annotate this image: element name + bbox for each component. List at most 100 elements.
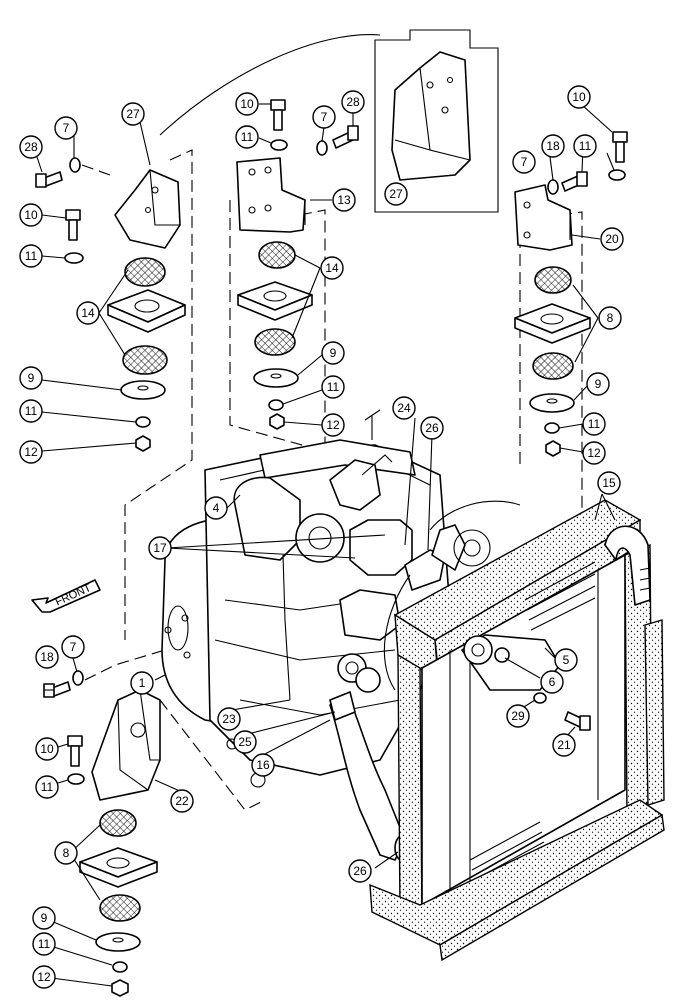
callout-17: 17 — [148, 536, 172, 560]
callout-18-b: 18 — [35, 645, 59, 669]
svg-text:7: 7 — [521, 155, 528, 169]
callout-11-f: 11 — [582, 412, 606, 436]
svg-text:9: 9 — [595, 377, 602, 391]
callout-7-b: 7 — [312, 105, 336, 129]
svg-text:10: 10 — [40, 742, 54, 756]
svg-text:12: 12 — [37, 970, 51, 984]
svg-text:5: 5 — [563, 653, 570, 667]
callout-11-g: 11 — [35, 775, 59, 799]
front-label: FRONT — [54, 582, 94, 608]
svg-text:26: 26 — [425, 421, 439, 435]
svg-text:1: 1 — [139, 676, 146, 690]
callout-15: 15 — [597, 471, 621, 495]
svg-text:27: 27 — [389, 187, 403, 201]
callout-28-a: 28 — [19, 135, 43, 159]
callout-14-b: 14 — [320, 256, 344, 280]
svg-text:11: 11 — [588, 417, 601, 431]
svg-text:26: 26 — [353, 864, 367, 878]
svg-text:11: 11 — [579, 139, 592, 153]
callout-11-h: 11 — [32, 932, 56, 956]
callout-12-b: 12 — [321, 413, 345, 437]
radiator-assembly — [369, 499, 665, 962]
callout-11-b: 11 — [19, 399, 43, 423]
callout-9-a: 9 — [19, 366, 43, 390]
callout-12-c: 12 — [582, 441, 606, 465]
callout-9-c: 9 — [586, 372, 610, 396]
callout-9-b: 9 — [321, 341, 345, 365]
callout-10-b: 10 — [235, 92, 259, 116]
left-rear-mount-stack — [35, 149, 193, 640]
svg-text:28: 28 — [24, 140, 38, 154]
callout-10-a: 10 — [19, 203, 43, 227]
callout-25: 25 — [233, 730, 257, 754]
svg-text:11: 11 — [25, 404, 38, 418]
callout-10-d: 10 — [35, 737, 59, 761]
front-direction-arrow: FRONT — [31, 579, 101, 613]
engine-assembly — [161, 439, 521, 863]
callout-14-a: 14 — [76, 301, 100, 325]
callout-20: 20 — [600, 227, 624, 251]
svg-text:10: 10 — [24, 208, 38, 222]
svg-text:14: 14 — [325, 261, 339, 275]
callout-26-a: 26 — [420, 416, 444, 440]
callout-7-d: 7 — [61, 635, 85, 659]
svg-text:12: 12 — [587, 446, 601, 460]
svg-text:17: 17 — [153, 541, 167, 555]
callout-21: 22 — [170, 789, 194, 813]
radiator-fins — [469, 561, 596, 881]
callout-11-d: 11 — [321, 375, 345, 399]
left-front-mount-stack — [43, 649, 266, 997]
callout-11-e: 11 — [573, 134, 597, 158]
svg-text:20: 20 — [605, 232, 619, 246]
callout-12-a: 12 — [19, 440, 43, 464]
svg-text:25: 25 — [238, 735, 252, 749]
callout-4: 4 — [204, 496, 228, 520]
callout-22: 21 — [552, 733, 576, 757]
callout-8-b: 8 — [54, 841, 78, 865]
svg-text:18: 18 — [40, 650, 54, 664]
svg-text:21: 21 — [557, 738, 571, 752]
svg-text:15: 15 — [602, 476, 616, 490]
svg-text:27: 27 — [126, 107, 140, 121]
callout-23: 23 — [217, 707, 241, 731]
callout-10-c: 10 — [567, 85, 591, 109]
svg-text:7: 7 — [63, 121, 70, 135]
callout-27-a: 27 — [121, 102, 145, 126]
callout-29: 29 — [506, 704, 530, 728]
svg-text:23: 23 — [222, 712, 236, 726]
svg-text:4: 4 — [213, 501, 220, 515]
detail-inset-bracket — [159, 29, 499, 213]
svg-text:13: 13 — [337, 193, 351, 207]
callout-11-c: 11 — [235, 125, 259, 149]
svg-text:6: 6 — [549, 675, 556, 689]
svg-text:12: 12 — [326, 418, 340, 432]
svg-text:11: 11 — [241, 130, 254, 144]
svg-text:22: 22 — [175, 794, 189, 808]
svg-text:10: 10 — [572, 90, 586, 104]
callout-11-a: 11 — [19, 244, 43, 268]
callout-6: 6 — [540, 670, 564, 694]
svg-text:11: 11 — [38, 937, 51, 951]
svg-text:12: 12 — [24, 445, 38, 459]
svg-text:7: 7 — [321, 110, 328, 124]
callout-27-b: 27 — [384, 182, 408, 206]
callout-9-d: 9 — [32, 906, 56, 930]
svg-text:18: 18 — [546, 139, 560, 153]
svg-text:8: 8 — [607, 311, 614, 325]
callout-labels: 27 7 28 10 11 14 9 11 12 10 11 7 28 13 1… — [19, 85, 624, 989]
center-mount-stack — [229, 99, 381, 470]
svg-text:11: 11 — [327, 380, 340, 394]
svg-text:9: 9 — [28, 371, 35, 385]
svg-text:7: 7 — [70, 640, 77, 654]
callout-24: 24 — [392, 396, 416, 420]
callout-8-a: 8 — [598, 306, 622, 330]
callout-26-b: 26 — [348, 859, 372, 883]
callout-16: 16 — [251, 753, 275, 777]
svg-text:9: 9 — [41, 911, 48, 925]
callout-13: 13 — [332, 188, 356, 212]
right-mount-stack — [514, 131, 628, 520]
svg-text:8: 8 — [63, 846, 70, 860]
callout-7-a: 7 — [54, 116, 78, 140]
callout-1: 1 — [130, 671, 154, 695]
callout-28-b: 28 — [341, 90, 365, 114]
